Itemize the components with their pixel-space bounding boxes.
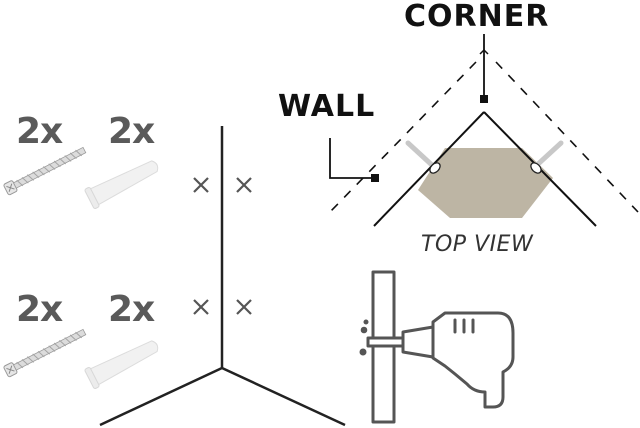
drill-mark-icon (236, 299, 252, 315)
anchor-quantity-top: 2x (108, 111, 155, 152)
anchor-quantity-bottom: 2x (108, 289, 155, 330)
drill-mark-icon (236, 177, 252, 193)
corner-label: CORNER (404, 0, 550, 34)
top-view-diagram (329, 34, 639, 227)
drill-mark-icon (193, 177, 209, 193)
screw-quantity-bottom: 2x (16, 289, 63, 330)
wall-corner-perspective (99, 126, 346, 427)
wall-label: WALL (278, 89, 376, 124)
wall-anchor-icon (84, 340, 159, 389)
wall-marker (371, 174, 379, 182)
screw-quantity-top: 2x (16, 111, 63, 152)
shelf-shape (418, 148, 553, 218)
screw-icon (3, 146, 87, 196)
drill-icon (359, 270, 515, 424)
screw-icon (3, 328, 87, 378)
drill-marks (193, 177, 252, 315)
wall-anchor-icon (84, 160, 159, 209)
drill-mark-icon (193, 299, 209, 315)
top-view-caption: TOP VIEW (421, 232, 534, 257)
corner-marker (480, 95, 488, 103)
